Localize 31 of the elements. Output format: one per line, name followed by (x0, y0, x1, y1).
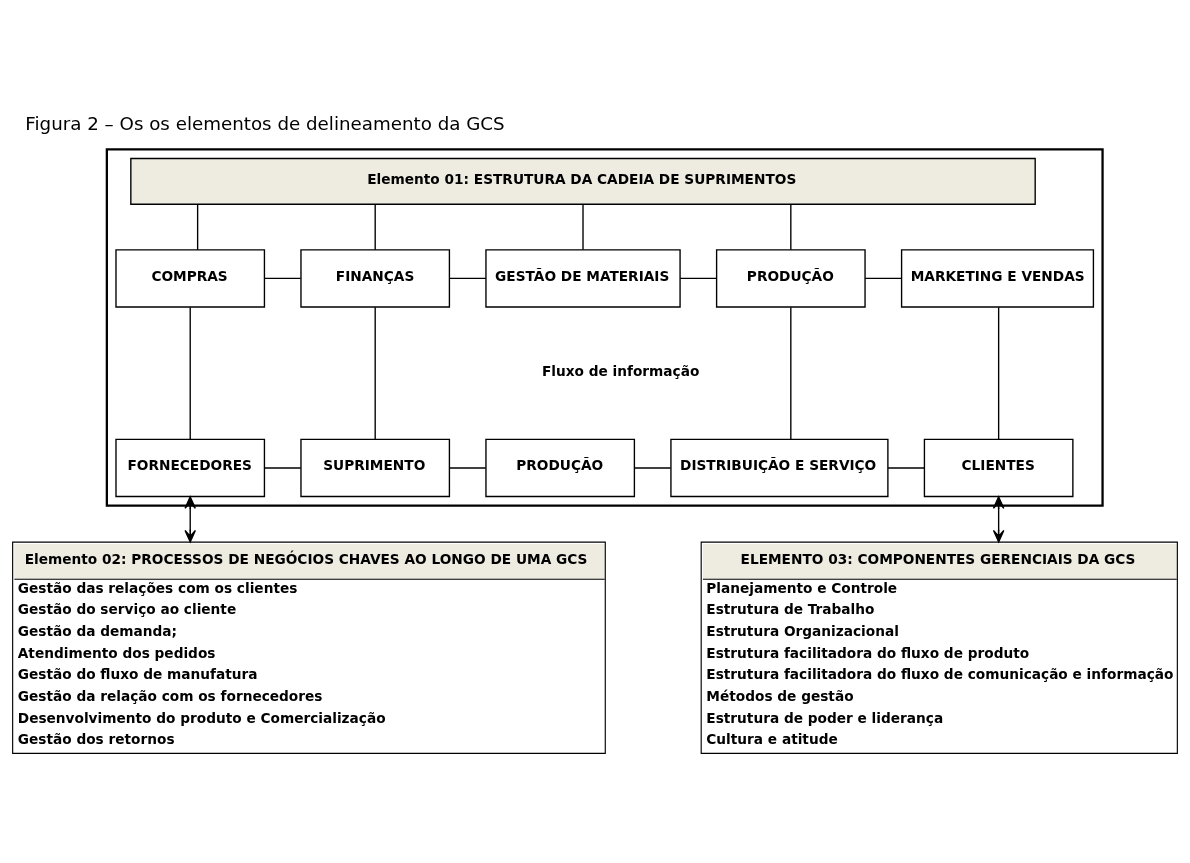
node-box: PRODUÇÃO (715, 248, 866, 308)
diagram-title: Figura 2 – Os os elementos de delineamento da GCS (25, 112, 505, 134)
connector (582, 203, 584, 250)
node-box: COMPRAS (115, 248, 266, 308)
connector (264, 466, 302, 469)
connector (189, 306, 191, 440)
connector (887, 466, 925, 469)
connector (790, 203, 792, 250)
connector (790, 306, 792, 440)
label: Fluxo de informação (541, 362, 700, 379)
node-box: GESTÃO DE MATERIAIS (485, 248, 681, 308)
arrow (184, 495, 197, 543)
connector (633, 466, 672, 469)
connector (374, 203, 376, 250)
connector (449, 466, 487, 469)
node-box: Elemento 01: ESTRUTURA DA CADEIA DE SUPRIMENTOS (130, 157, 1036, 205)
arrow (992, 495, 1005, 543)
node-box: CLIENTES (923, 438, 1074, 497)
connector (679, 277, 718, 279)
connector (196, 203, 199, 250)
node-box: SUPRIMENTO (300, 438, 451, 497)
node-box: DISTRIBUIÇÃO E SERVIÇO (670, 438, 889, 497)
connector (448, 277, 487, 279)
node-box: FINANÇAS (300, 248, 451, 308)
node-box: PRODUÇÃO (485, 438, 636, 497)
node-box: MARKETING E VENDAS (900, 248, 1095, 308)
node-box: FORNECEDORES (115, 438, 266, 497)
connector (997, 306, 1000, 440)
connector (374, 306, 376, 440)
connector (864, 277, 903, 279)
connector (264, 277, 302, 279)
